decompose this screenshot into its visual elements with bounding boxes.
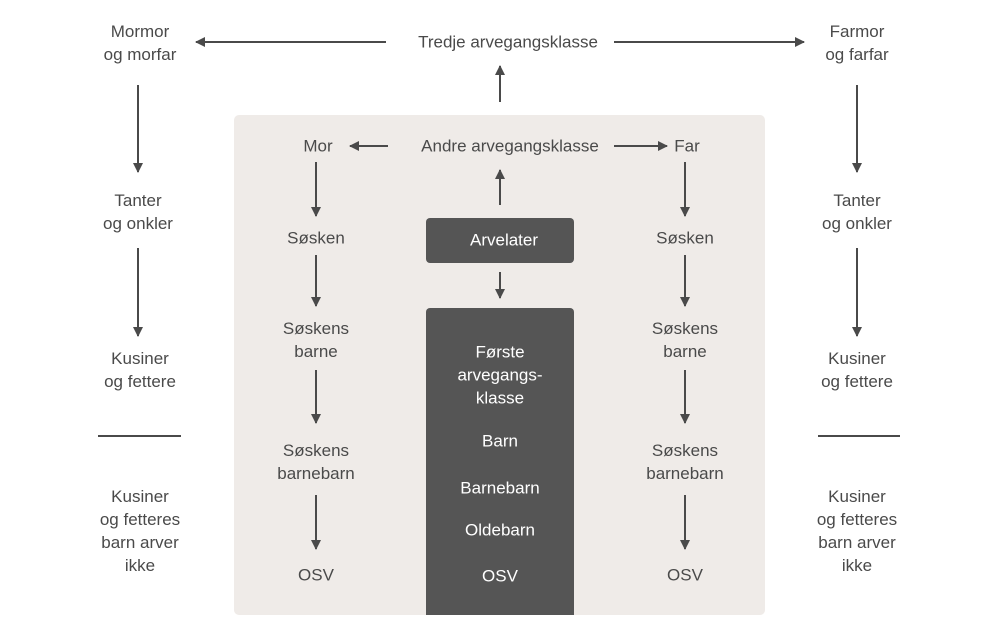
third-class-title: Tredje arvegangsklasse (418, 32, 598, 52)
label: barn arver (818, 533, 896, 552)
label: Første (475, 342, 525, 362)
mother-label: Mor (303, 136, 333, 156)
children: Barn (482, 431, 518, 451)
label: klasse (475, 388, 525, 408)
deceased-label: Arvelater (469, 230, 539, 250)
label: og fetteres (816, 510, 898, 529)
label: og morfar (103, 45, 177, 64)
father-etc: OSV (667, 565, 703, 585)
label: Kusiner (111, 349, 169, 368)
excluded-left: Kusiner og fetteres barn arver ikke (100, 485, 180, 577)
label: ikke (124, 556, 156, 575)
father-siblings-grandchildren: Søskens barnebarn (646, 441, 724, 483)
mother-etc: OSV (298, 565, 334, 585)
label: og fettere (821, 372, 893, 391)
excluded-right: Kusiner og fetteres barn arver ikke (817, 485, 897, 577)
cousins-left: Kusiner og fettere (104, 347, 176, 393)
label: Tanter (833, 191, 881, 210)
mother-siblings-children: Søskens barne (282, 319, 350, 361)
label: og onkler (103, 214, 173, 233)
deceased-box (426, 218, 574, 263)
label: arvegangs- (457, 365, 543, 385)
label: og fetteres (99, 510, 181, 529)
label: og onkler (822, 214, 892, 233)
label: og farfar (825, 45, 889, 64)
first-class-title: Første arvegangs-klasse (457, 341, 542, 410)
label: ikke (841, 556, 873, 575)
label: barn arver (101, 533, 179, 552)
label: Kusiner (828, 487, 886, 506)
first-class-box (426, 308, 574, 615)
label: og fettere (104, 372, 176, 391)
father-label: Far (674, 136, 700, 156)
label: Mormor (110, 22, 170, 41)
label: Kusiner (828, 349, 886, 368)
mother-siblings: Søsken (287, 228, 345, 248)
label: Farmor (829, 22, 885, 41)
first-class-etc: OSV (482, 566, 518, 586)
father-siblings: Søsken (656, 228, 714, 248)
mother-siblings-grandchildren: Søskens barnebarn (277, 441, 355, 483)
label: Kusiner (111, 487, 169, 506)
label: Tanter (114, 191, 162, 210)
grandchildren: Barnebarn (460, 478, 540, 498)
second-class-title: Andre arvegangsklasse (421, 136, 599, 156)
cousins-right: Kusiner og fettere (821, 347, 893, 393)
uncles-left: Tanter og onkler (103, 189, 173, 235)
paternal-grandparents: Farmor og farfar (825, 20, 888, 66)
uncles-right: Tanter og onkler (822, 189, 892, 235)
father-siblings-children: Søskens barne (651, 319, 719, 361)
great-grandchildren: Oldebarn (465, 520, 535, 540)
maternal-grandparents: Mormor og morfar (104, 20, 177, 66)
